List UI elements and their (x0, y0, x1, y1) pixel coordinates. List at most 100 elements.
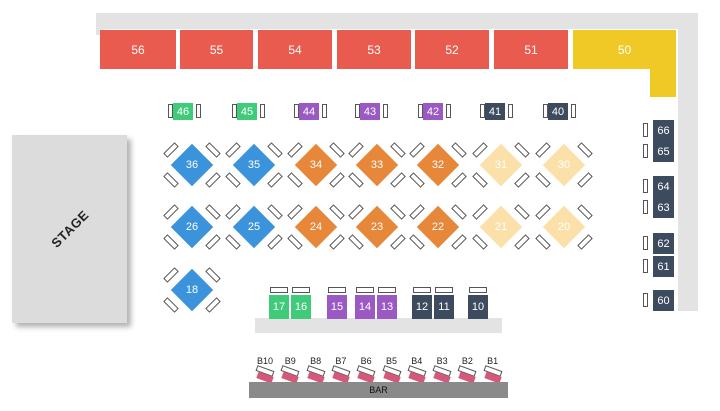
table-44[interactable]: 44 (299, 103, 319, 120)
table-41[interactable]: 41 (485, 103, 505, 120)
booth-51[interactable]: 51 (494, 30, 568, 69)
chair (413, 287, 431, 293)
table-label: 10 (471, 301, 485, 313)
stool (322, 104, 327, 118)
table-label: 13 (380, 301, 394, 313)
table-15[interactable]: 15 (327, 295, 347, 319)
table-label: 33 (370, 159, 384, 171)
bar-label: BAR (369, 385, 388, 395)
table-64[interactable]: 64 (653, 176, 674, 197)
booth-50-extension (650, 60, 676, 97)
booth-54[interactable]: 54 (258, 30, 332, 69)
table-13[interactable]: 13 (377, 295, 397, 319)
table-40[interactable]: 40 (548, 103, 568, 120)
table-25[interactable]: 25 (225, 204, 283, 250)
bar-seat-label: B9 (284, 356, 296, 366)
chair (356, 287, 374, 293)
table-label: 36 (185, 159, 199, 171)
table-label: 22 (431, 221, 445, 233)
bar-seat-label: B3 (436, 356, 448, 366)
table-label: 12 (415, 301, 429, 313)
stool (383, 104, 388, 118)
table-66[interactable]: 66 (653, 120, 674, 141)
stage-label: STAGE (47, 207, 92, 251)
table-60[interactable]: 60 (653, 290, 674, 311)
table-label: 20 (557, 221, 571, 233)
table-11[interactable]: 11 (434, 295, 454, 319)
table-label: 15 (330, 301, 344, 313)
table-label: 35 (247, 159, 261, 171)
chair (643, 179, 648, 193)
bar-seat-label: B4 (411, 356, 423, 366)
chair (469, 287, 487, 293)
bar-seat-label: B5 (385, 356, 397, 366)
booth-52[interactable]: 52 (415, 30, 489, 69)
booth-56[interactable]: 56 (100, 30, 176, 69)
booth-53[interactable]: 53 (337, 30, 411, 69)
table-14[interactable]: 14 (355, 295, 375, 319)
table-18[interactable]: 18 (163, 267, 221, 313)
bar-seat-label: B7 (335, 356, 347, 366)
table-65[interactable]: 65 (653, 141, 674, 162)
table-label: 61 (657, 260, 670, 273)
right-wall (678, 13, 698, 311)
chair (270, 287, 288, 293)
stool (294, 104, 299, 118)
table-24[interactable]: 24 (287, 204, 345, 250)
table-42[interactable]: 42 (423, 103, 443, 120)
table-45[interactable]: 45 (237, 103, 257, 120)
stool (196, 104, 201, 118)
stool (260, 104, 265, 118)
table-label: 32 (431, 159, 445, 171)
table-46[interactable]: 46 (173, 103, 193, 120)
chair (435, 287, 453, 293)
chair (292, 287, 310, 293)
table-label: 44 (302, 105, 316, 118)
table-label: 21 (494, 221, 508, 233)
bar-seat-label: B2 (461, 356, 473, 366)
table-17[interactable]: 17 (269, 295, 289, 319)
table-23[interactable]: 23 (348, 204, 406, 250)
table-label: 34 (309, 159, 323, 171)
table-30[interactable]: 30 (535, 142, 593, 188)
table-12[interactable]: 12 (412, 295, 432, 319)
top-wall (96, 13, 698, 29)
lower-platform (255, 318, 502, 333)
table-label: 41 (488, 105, 502, 118)
table-label: 14 (358, 301, 372, 313)
table-32[interactable]: 32 (409, 142, 467, 188)
table-26[interactable]: 26 (163, 204, 221, 250)
booth-label: 54 (288, 42, 302, 57)
table-35[interactable]: 35 (225, 142, 283, 188)
table-33[interactable]: 33 (348, 142, 406, 188)
booth-label: 50 (617, 42, 632, 57)
table-31[interactable]: 31 (472, 142, 530, 188)
table-43[interactable]: 43 (360, 103, 380, 120)
table-63[interactable]: 63 (653, 197, 674, 218)
table-62[interactable]: 62 (653, 233, 674, 254)
table-22[interactable]: 22 (409, 204, 467, 250)
table-10[interactable]: 10 (468, 295, 488, 319)
booth-55[interactable]: 55 (180, 30, 253, 69)
table-label: 17 (272, 301, 286, 313)
stool (571, 104, 576, 118)
table-21[interactable]: 21 (472, 204, 530, 250)
table-61[interactable]: 61 (653, 256, 674, 277)
table-16[interactable]: 16 (291, 295, 311, 319)
chair (328, 287, 346, 293)
booth-label: 55 (209, 42, 224, 57)
table-34[interactable]: 34 (287, 142, 345, 188)
booth-label: 56 (131, 42, 145, 57)
table-label: 40 (551, 105, 565, 118)
chair (643, 259, 648, 273)
table-label: 31 (494, 159, 508, 171)
chair (643, 200, 648, 214)
booth-label: 51 (524, 42, 538, 57)
stool (168, 104, 173, 118)
stool (232, 104, 237, 118)
table-36[interactable]: 36 (163, 142, 221, 188)
table-label: 65 (657, 145, 670, 158)
table-label: 11 (438, 301, 450, 313)
bar-counter: BAR (249, 382, 508, 398)
table-20[interactable]: 20 (535, 204, 593, 250)
